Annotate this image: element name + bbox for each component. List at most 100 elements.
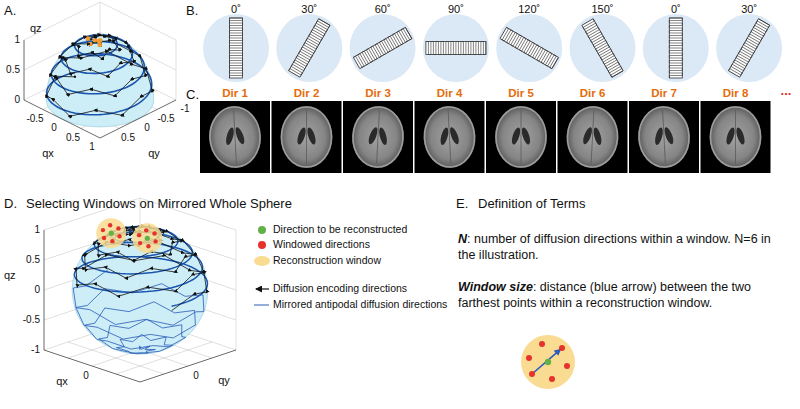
angle-label: 90˚ xyxy=(448,3,464,16)
cortex-rim xyxy=(496,107,546,167)
term-name: N xyxy=(458,232,467,246)
legend-text: Direction to be reconstructed xyxy=(273,223,451,236)
axis-line xyxy=(44,350,236,382)
brain-tissue xyxy=(710,106,762,168)
windowed-direction xyxy=(108,223,112,227)
brain-tissue xyxy=(495,106,547,168)
panel-letter: B. xyxy=(186,4,198,19)
legend-swatch xyxy=(258,241,266,249)
windowed-direction xyxy=(559,345,565,351)
window-size-arrow xyxy=(532,349,561,374)
k-space-disc xyxy=(496,14,562,82)
brain-tissue xyxy=(207,105,262,170)
dwi-row xyxy=(200,101,771,173)
direction-dot xyxy=(144,74,146,76)
epi-blade xyxy=(669,18,682,78)
cortex-rim xyxy=(208,106,261,169)
reconstruction-window xyxy=(96,218,126,248)
direction-dot xyxy=(77,45,79,47)
hemisphere-plot xyxy=(24,2,176,138)
dwi-image xyxy=(701,101,771,173)
tick-label: 0 xyxy=(193,370,199,382)
continuation-mark: ... xyxy=(781,84,792,99)
epi-blade xyxy=(728,19,769,77)
direction-dot xyxy=(88,68,90,70)
midline xyxy=(448,110,451,164)
grid-line xyxy=(176,40,177,100)
windowed-direction xyxy=(138,241,142,245)
direction-label: Dir 3 xyxy=(365,87,391,100)
direction-dot xyxy=(106,50,108,52)
axis-line xyxy=(24,100,176,138)
window-illustration xyxy=(521,335,575,389)
k-space-disc xyxy=(423,14,489,82)
tick-label: -1 xyxy=(31,344,40,356)
direction-dot xyxy=(133,60,135,62)
midline xyxy=(306,110,307,164)
definition-text: N: number of diffusion directions within… xyxy=(458,232,788,263)
brain-tissue xyxy=(636,105,691,170)
angle-label: 150˚ xyxy=(591,3,613,16)
direction-dot xyxy=(91,51,93,53)
legend-text: Reconstruction window xyxy=(273,254,451,267)
target-direction xyxy=(145,236,150,241)
windowed-direction xyxy=(101,228,105,232)
direction-dot xyxy=(106,75,108,77)
sphere xyxy=(72,226,208,354)
legend-line xyxy=(254,305,269,306)
k-space-disc xyxy=(203,14,269,82)
tick-label: 1 xyxy=(89,141,95,153)
tick-label: 1 xyxy=(34,224,40,236)
angle-label: 120˚ xyxy=(518,3,540,16)
highlighted-direction xyxy=(88,42,93,47)
direction-dot xyxy=(98,33,100,35)
dwi-image xyxy=(272,101,342,173)
epi-trajectory xyxy=(230,18,243,78)
term-definition: : number of diffusion directions within … xyxy=(458,232,771,262)
ventricle xyxy=(306,126,318,145)
epi-blade xyxy=(426,42,486,55)
direction-dot xyxy=(69,72,71,74)
brain-tissue xyxy=(281,106,333,168)
epi-trajectory xyxy=(289,19,330,77)
midline xyxy=(735,110,736,164)
direction-dot xyxy=(80,57,82,59)
direction-dot xyxy=(131,63,133,65)
direction-dot xyxy=(145,67,147,69)
hemisphere xyxy=(46,34,153,127)
k-space-disc xyxy=(570,14,636,82)
brain-slice xyxy=(281,106,333,168)
windowed-direction xyxy=(152,231,156,235)
windowed-direction xyxy=(526,355,532,361)
cortex-rim xyxy=(423,106,476,169)
axis-label: qx xyxy=(42,147,54,160)
highlighted-direction xyxy=(93,38,98,43)
tick-label: 0 xyxy=(51,122,57,134)
legend-arrow xyxy=(256,288,269,289)
direction-dot xyxy=(69,115,71,117)
blade-outline xyxy=(289,19,330,77)
angle-label: 60˚ xyxy=(375,3,391,16)
panel-letter: A. xyxy=(4,4,16,19)
epi-blade xyxy=(353,27,411,68)
highlighted-direction xyxy=(97,39,102,44)
axis-line xyxy=(24,40,25,100)
windowed-direction xyxy=(137,233,141,237)
ventricle xyxy=(296,126,308,145)
midline xyxy=(234,110,237,164)
windowed-direction xyxy=(153,239,157,243)
tick-label: 0 xyxy=(14,94,20,106)
direction-dot xyxy=(125,42,127,44)
epi-blade xyxy=(582,19,623,77)
windowed-direction xyxy=(102,236,106,240)
windowed-direction xyxy=(539,341,545,347)
legend-text: Windowed directions xyxy=(273,238,451,251)
direction-dot xyxy=(139,55,141,57)
ventricle xyxy=(520,126,532,145)
direction-dot xyxy=(72,43,74,45)
grid-line xyxy=(236,230,237,350)
epi-blade xyxy=(289,19,330,77)
direction-dot xyxy=(62,56,64,58)
tick-label: -0.5 xyxy=(26,113,43,125)
windowed-direction xyxy=(116,226,120,230)
